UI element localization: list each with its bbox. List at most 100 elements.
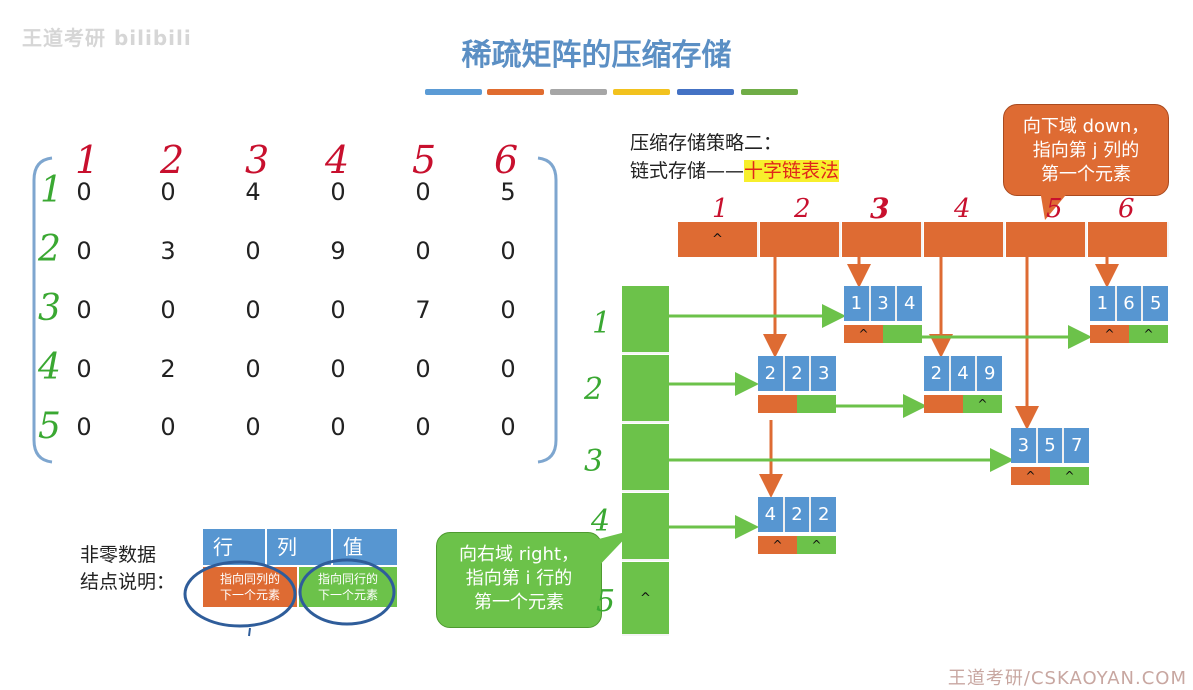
node-col: 5 — [1037, 428, 1065, 463]
node-val: 7 — [1064, 428, 1090, 463]
matrix-cell: 0 — [330, 413, 346, 441]
node-down-field — [924, 395, 963, 413]
callout-down-line-1: 向下域 down， — [1022, 116, 1150, 137]
title-bar-3 — [550, 89, 607, 95]
legend-label-line-1: 非零数据 — [80, 544, 157, 566]
matrix-cell: 0 — [76, 178, 92, 206]
col-head-cell-4 — [924, 222, 1005, 257]
matrix-cell: 0 — [76, 413, 92, 441]
strategy-highlight: 十字链表法 — [744, 160, 840, 182]
annotation-tick — [248, 627, 251, 637]
node-down-field: ^ — [844, 325, 883, 343]
matrix-cell: 0 — [76, 296, 92, 324]
matrix-row-label-2: 2 — [38, 229, 61, 270]
title-bar-6 — [741, 89, 798, 95]
col-head-label-5: 5 — [1046, 194, 1063, 224]
legend-right-line-2: 下一个元素 — [318, 588, 379, 602]
row-head-label-1: 1 — [592, 306, 612, 341]
matrix-col-label-2: 2 — [160, 138, 185, 182]
matrix-cell: 4 — [245, 178, 261, 206]
row-head-cell-3 — [622, 424, 669, 492]
callout-right-field: 向右域 right， 指向第 i 行的 第一个元素 — [436, 532, 602, 628]
node-down-field: ^ — [1011, 467, 1050, 485]
node-val: 9 — [977, 356, 1003, 391]
legend-node-diagram: 行 列 值 指向同列的 下一个元素 指向同行的 下一个元素 — [203, 529, 397, 607]
node-val: 3 — [811, 356, 837, 391]
node-val: 5 — [1143, 286, 1169, 321]
strategy-prefix: 链式存储—— — [630, 160, 745, 182]
legend-right-line-1: 指向同行的 — [318, 572, 379, 586]
row-head-label-3: 3 — [584, 444, 604, 479]
row-head-label-2: 2 — [584, 372, 604, 407]
matrix-cell: 0 — [76, 355, 92, 383]
matrix-col-label-1: 1 — [75, 138, 100, 182]
title-bar-1 — [425, 89, 482, 95]
matrix-right-bracket — [537, 156, 558, 464]
node-col: 4 — [950, 356, 978, 391]
matrix-cell: 0 — [245, 413, 261, 441]
matrix-cell: 0 — [500, 296, 516, 324]
node-val: 2 — [811, 497, 837, 532]
node-row: 1 — [844, 286, 871, 321]
callout-down-line-2: 指向第 j 列的 — [1032, 140, 1140, 161]
matrix-left-bracket — [32, 156, 53, 464]
callout-down-pointer — [1040, 190, 1070, 220]
matrix-col-label-5: 5 — [412, 138, 437, 182]
node-row: 2 — [758, 356, 785, 391]
legend-down-line-1: 指向同列的 — [220, 572, 281, 586]
node-right-field: ^ — [1050, 467, 1089, 485]
strategy-line-1: 压缩存储策略二： — [630, 132, 783, 154]
col-head-cell-2 — [760, 222, 841, 257]
matrix-cell: 0 — [415, 178, 431, 206]
legend-header-col: 列 — [267, 529, 333, 565]
matrix-cell: 0 — [500, 413, 516, 441]
matrix-cell: 0 — [415, 237, 431, 265]
matrix-cell: 0 — [415, 355, 431, 383]
legend-header-row: 行 — [203, 529, 267, 565]
node-col: 2 — [784, 356, 812, 391]
matrix-cell: 0 — [500, 237, 516, 265]
matrix-col-label-6: 6 — [494, 138, 519, 182]
col-head-label-3: 3 — [870, 192, 890, 225]
legend-down-line-2: 下一个元素 — [220, 588, 281, 602]
annotation-circle-right — [298, 558, 396, 626]
matrix-row-label-1: 1 — [40, 170, 63, 211]
col-head-cell-6 — [1088, 222, 1169, 257]
title-bar-4 — [613, 89, 670, 95]
matrix-cell: 3 — [160, 237, 176, 265]
title-bar-5 — [677, 89, 734, 95]
node-row: 3 — [1011, 428, 1038, 463]
legend-label-line-2: 结点说明： — [80, 571, 176, 593]
node-row: 1 — [1090, 286, 1117, 321]
col-head-label-2: 2 — [794, 194, 811, 224]
matrix-cell: 0 — [245, 355, 261, 383]
watermark-logo: 王道考研 bilibili — [22, 26, 192, 50]
matrix-row-label-5: 5 — [38, 406, 61, 447]
col-head-cell-3 — [842, 222, 923, 257]
col-head-label-6: 6 — [1118, 194, 1135, 224]
matrix-cell: 0 — [160, 178, 176, 206]
matrix-cell: 9 — [330, 237, 346, 265]
node-col: 3 — [870, 286, 898, 321]
node-col: 2 — [784, 497, 812, 532]
matrix-col-label-4: 4 — [325, 138, 350, 182]
node-val: 4 — [897, 286, 923, 321]
callout-right-line-1: 向右域 right， — [458, 544, 579, 565]
matrix-cell: 0 — [415, 413, 431, 441]
row-head-label-4: 4 — [591, 504, 611, 539]
node-row: 2 — [924, 356, 951, 391]
matrix-cell: 0 — [245, 296, 261, 324]
annotation-circle-down — [183, 560, 297, 628]
matrix-cell: 0 — [330, 355, 346, 383]
page-title: 稀疏矩阵的压缩存储 — [461, 38, 732, 73]
legend-right-field: 指向同行的 下一个元素 — [299, 567, 397, 607]
callout-right-line-3: 第一个元素 — [474, 592, 564, 613]
matrix-row-label-3: 3 — [38, 288, 61, 329]
col-head-label-1: 1 — [712, 194, 729, 224]
node-right-field — [797, 395, 836, 413]
